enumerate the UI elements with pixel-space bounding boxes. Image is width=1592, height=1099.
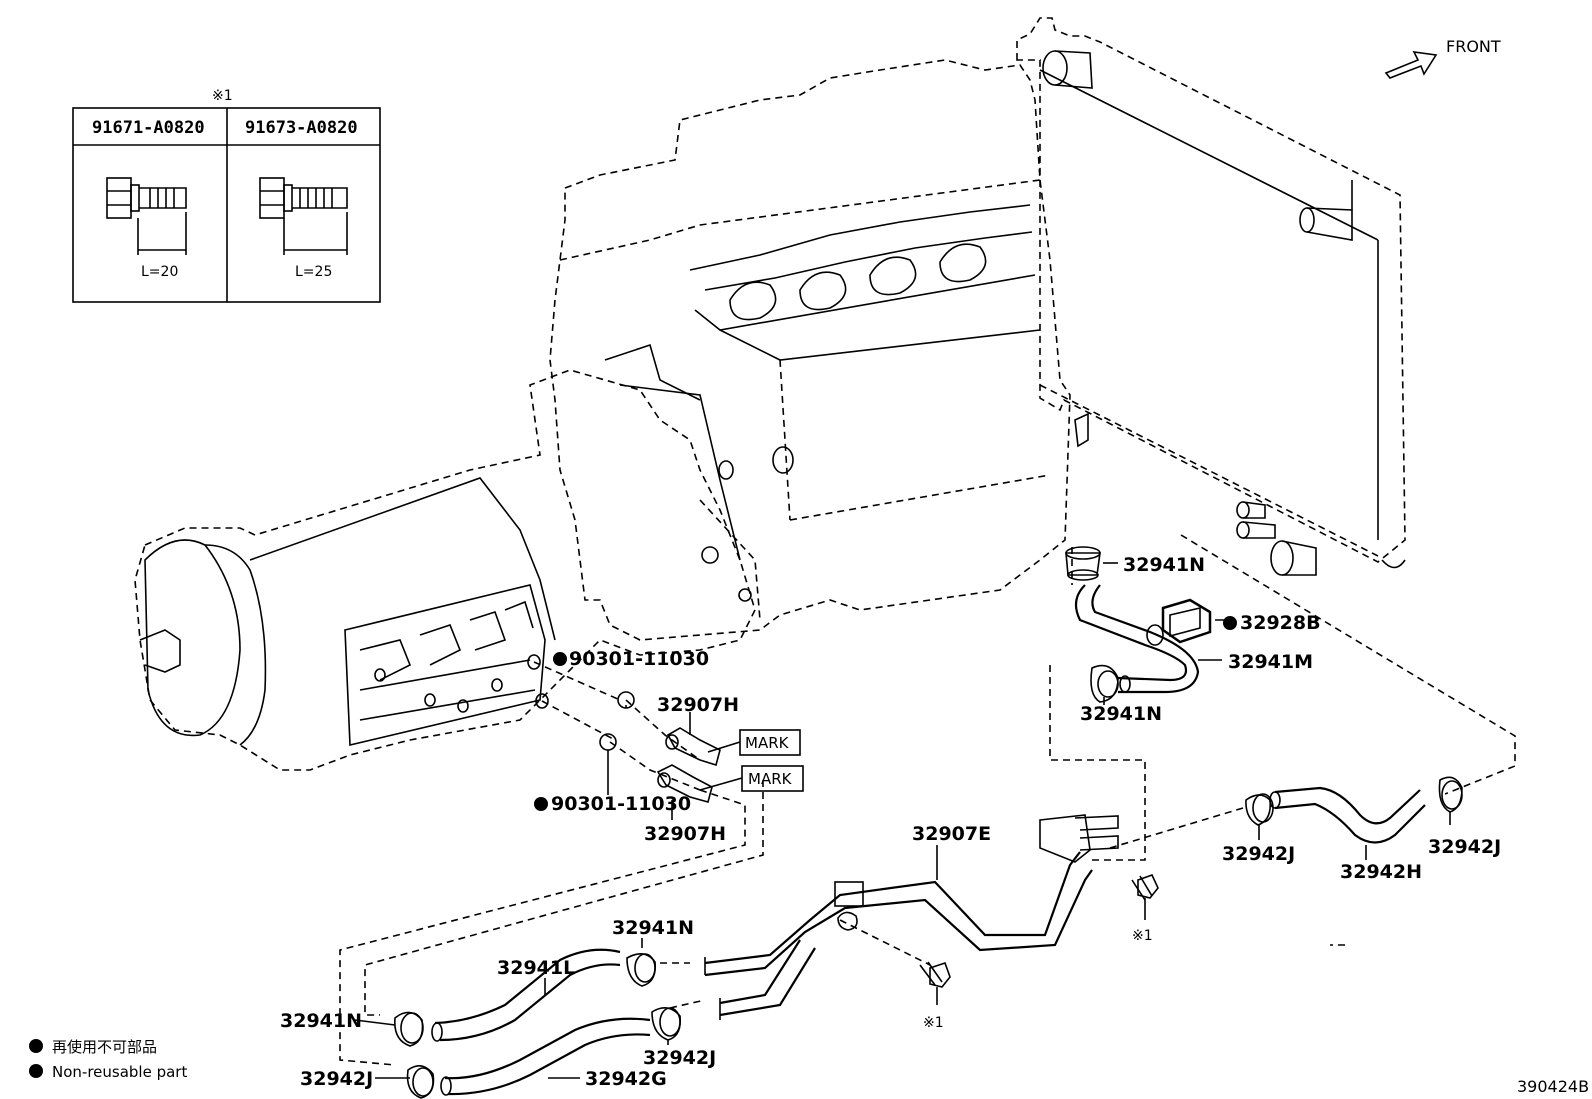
bolt-part-no-1: 91671-A0820 [92,118,205,138]
bolt-note-right: ※1 [1132,928,1153,944]
legend-text-jp: 再使用不可部品 [52,1038,157,1056]
bolt-table-note: ※1 [212,88,233,104]
bolt-note-lower: ※1 [923,1015,944,1031]
label-32941M: 32941M [1228,651,1313,673]
bolt-part-no-2: 91673-A0820 [245,118,358,138]
mark-label-bot: MARK [748,770,793,788]
hose-32942H [1269,786,1426,844]
bolt-length-2: L=25 [295,264,332,280]
label-32941N-low: 32941N [612,917,694,939]
label-32928B: 32928B [1240,612,1321,634]
label-32942J-left: 32942J [300,1068,373,1090]
front-label: FRONT [1446,37,1501,56]
label-32942J-right1: 32942J [1222,843,1295,865]
diagram-ref-code: 390424B [1517,1077,1589,1096]
bolt-length-1: L=20 [141,264,178,280]
mark-label-top: MARK [745,734,790,752]
non-reusable-mark-90301-bot [534,797,548,811]
label-32941N-left: 32941N [280,1010,362,1032]
label-32942G: 32942G [585,1068,667,1090]
label-32907E: 32907E [912,823,991,845]
label-32942J-low: 32942J [643,1047,716,1069]
clamp-32942J-right1 [1245,793,1274,826]
bolt-icon-l20 [106,177,187,255]
label-32907H-top: 32907H [657,694,739,716]
clamp-32941N-mid [1090,664,1119,703]
label-90301-top: 90301-11030 [569,648,709,670]
clamp-32941N-left [393,1011,424,1047]
bolt-icon-lower [919,961,951,988]
mark-box-top: MARK [707,729,801,756]
clamp-32942J-low [651,1007,682,1041]
label-32941L: 32941L [497,957,575,979]
front-arrow-icon [1384,51,1438,79]
non-reusable-mark-90301-top [553,652,567,666]
clamp-32941N-top [1065,546,1101,581]
hose-32942G [440,1017,651,1096]
transmission-outline [134,369,756,771]
clamp-32942J-right2 [1438,776,1463,813]
oil-cooler-tube-32907E [704,814,1119,1020]
label-leaders [354,562,1451,1079]
union-32907H-top [665,727,721,767]
label-32941N-top: 32941N [1123,554,1205,576]
union-32907H-bot [656,764,713,803]
clip-32928B [1161,598,1212,644]
part-labels: 32941N 32928B 32941M 32941N 90301-11030 … [280,554,1501,1090]
label-32942H: 32942H [1340,861,1422,883]
clamp-32941N-low [626,953,657,987]
label-90301-bot: 90301-11030 [551,793,691,815]
hose-32941M [1074,584,1200,694]
legend-text-en: Non-reusable part [52,1063,187,1081]
hose-32941L [431,948,621,1042]
legend: 再使用不可部品 Non-reusable part [29,1038,187,1081]
engine-outline [549,59,1071,641]
legend-dot-jp [29,1039,43,1053]
radiator-outline [1016,17,1406,576]
label-32907H-bot: 32907H [644,823,726,845]
bolt-spec-table: ※1 91671-A0820 91673-A0820 L=20 [72,88,381,303]
label-32942J-right2: 32942J [1428,836,1501,858]
clamp-32942J-left [406,1065,435,1099]
legend-dot-en [29,1064,43,1078]
bolt-icon-l25 [259,177,348,255]
label-32941N-mid: 32941N [1080,703,1162,725]
leader-lines [339,534,1516,1066]
non-reusable-mark-32928B [1223,616,1237,630]
mark-box-bot: MARK [699,765,804,792]
bolt-icon-right [1131,874,1159,901]
